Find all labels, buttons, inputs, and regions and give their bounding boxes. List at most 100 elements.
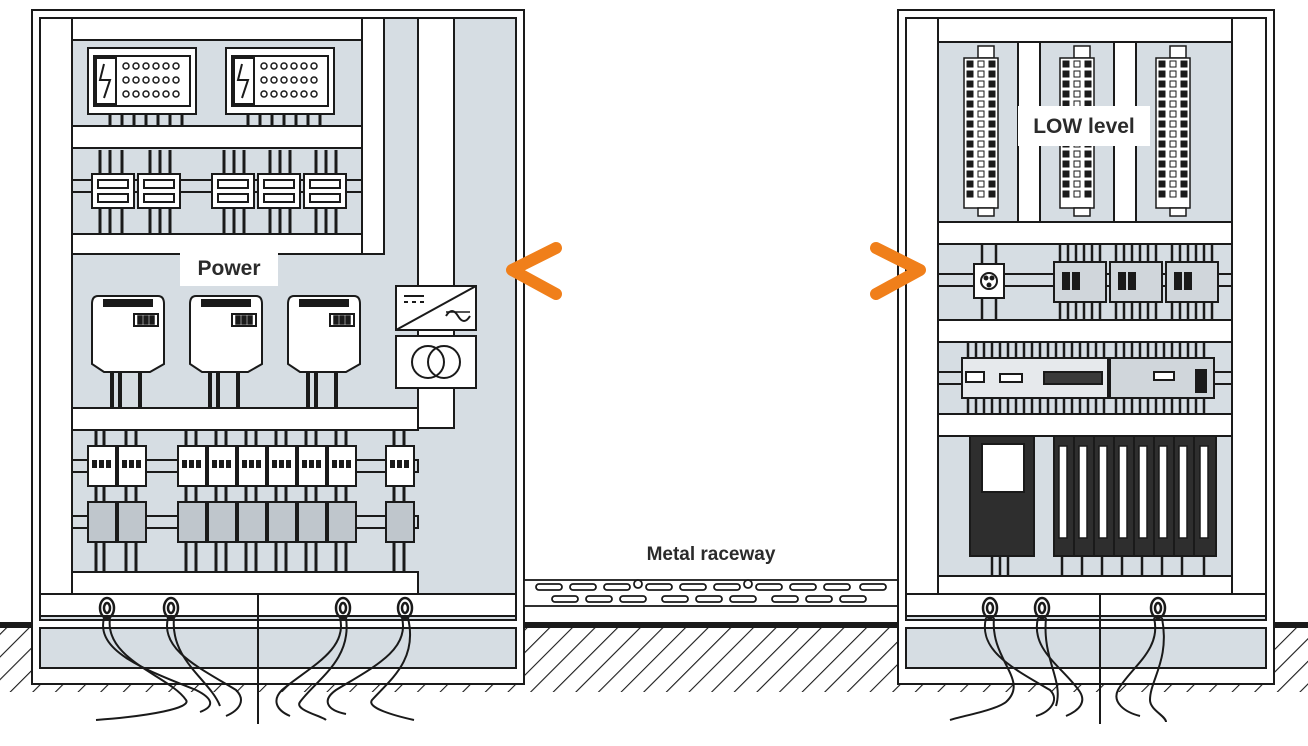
low-level-label: LOW level — [1033, 115, 1135, 138]
terminal-contact — [1073, 160, 1081, 168]
power-breaker-row-2 — [71, 430, 419, 572]
terminal-contact — [977, 70, 985, 78]
low-level-cables — [949, 594, 1167, 724]
terminal-contact — [1084, 160, 1092, 168]
terminal-contact — [1084, 90, 1092, 98]
terminal-contact — [1062, 80, 1070, 88]
terminal-contact — [988, 160, 996, 168]
terminal-contact — [1158, 100, 1166, 108]
control-module-row — [937, 342, 1233, 414]
terminal-contact — [1084, 80, 1092, 88]
terminal-contact — [977, 110, 985, 118]
terminal-contact — [1073, 150, 1081, 158]
terminal-contact — [1180, 100, 1188, 108]
drive-units — [91, 295, 361, 408]
relay-row — [937, 244, 1233, 320]
terminal-contact — [1158, 140, 1166, 148]
terminal-contact — [1180, 150, 1188, 158]
terminal-contact — [1180, 90, 1188, 98]
terminal-contact — [988, 60, 996, 68]
terminal-contact — [988, 70, 996, 78]
terminal-contact — [1180, 160, 1188, 168]
terminal-contact — [977, 160, 985, 168]
terminal-contact — [977, 170, 985, 178]
terminal-contact — [1158, 150, 1166, 158]
raceway-label: Metal raceway — [647, 544, 776, 565]
terminal-contact — [1169, 150, 1177, 158]
terminal-contact — [1169, 170, 1177, 178]
terminal-contact — [1062, 90, 1070, 98]
terminal-contact — [1084, 180, 1092, 188]
terminal-contact — [977, 80, 985, 88]
terminal-contact — [1169, 80, 1177, 88]
terminal-contact — [1062, 190, 1070, 198]
terminal-contact — [1158, 60, 1166, 68]
power-terminal-block-1 — [87, 47, 197, 126]
terminal-contact — [966, 90, 974, 98]
breaker — [91, 173, 135, 209]
terminal-contact — [1169, 120, 1177, 128]
terminal-contact — [1084, 70, 1092, 78]
terminal-contact — [966, 180, 974, 188]
plc-rack — [969, 435, 1217, 576]
terminal-contact — [1180, 60, 1188, 68]
terminal-contact — [1180, 190, 1188, 198]
dc-ac-converter-icon — [395, 285, 477, 331]
terminal-contact — [988, 130, 996, 138]
terminal-contact — [1158, 70, 1166, 78]
transformer-icon — [395, 335, 477, 389]
terminal-contact — [1169, 160, 1177, 168]
terminal-contact — [988, 150, 996, 158]
terminal-contact — [1084, 60, 1092, 68]
terminal-contact — [1158, 80, 1166, 88]
terminal-contact — [1169, 140, 1177, 148]
terminal-contact — [977, 130, 985, 138]
terminal-contact — [966, 170, 974, 178]
power-breaker-row-1 — [71, 150, 363, 234]
terminal-contact — [966, 160, 974, 168]
terminal-contact — [966, 120, 974, 128]
terminal-contact — [1158, 130, 1166, 138]
terminal-contact — [1073, 180, 1081, 188]
low-level-label-bg — [1018, 106, 1150, 146]
terminal-contact — [1073, 170, 1081, 178]
terminal-contact — [966, 140, 974, 148]
terminal-contact — [977, 100, 985, 108]
terminal-contact — [1158, 160, 1166, 168]
terminal-contact — [988, 80, 996, 88]
terminal-contact — [988, 180, 996, 188]
terminal-contact — [1084, 150, 1092, 158]
terminal-contact — [1158, 190, 1166, 198]
terminal-contact — [1073, 80, 1081, 88]
terminal-contact — [1062, 150, 1070, 158]
terminal-contact — [1169, 180, 1177, 188]
terminal-contact — [966, 80, 974, 88]
terminal-contact — [1062, 180, 1070, 188]
terminal-contact — [1073, 190, 1081, 198]
terminal-contact — [1084, 170, 1092, 178]
terminal-contact — [1158, 120, 1166, 128]
terminal-contact — [988, 120, 996, 128]
arrow-right-icon — [870, 242, 926, 300]
terminal-contact — [977, 180, 985, 188]
terminal-contact — [1169, 90, 1177, 98]
terminal-contact — [966, 150, 974, 158]
terminal-contact — [1158, 170, 1166, 178]
terminal-contact — [966, 130, 974, 138]
terminal-contact — [988, 170, 996, 178]
terminal-contact — [977, 120, 985, 128]
terminal-contact — [977, 60, 985, 68]
terminal-contact — [1180, 130, 1188, 138]
terminal-contact — [966, 190, 974, 198]
terminal-contact — [966, 70, 974, 78]
terminal-contact — [1169, 110, 1177, 118]
metal-raceway — [523, 579, 899, 607]
terminal-strip-contacts — [966, 60, 1188, 198]
terminal-contact — [1169, 130, 1177, 138]
terminal-contact — [1169, 190, 1177, 198]
terminal-contact — [966, 100, 974, 108]
terminal-contact — [1169, 100, 1177, 108]
terminal-contact — [988, 190, 996, 198]
terminal-contact — [966, 110, 974, 118]
terminal-contact — [977, 140, 985, 148]
